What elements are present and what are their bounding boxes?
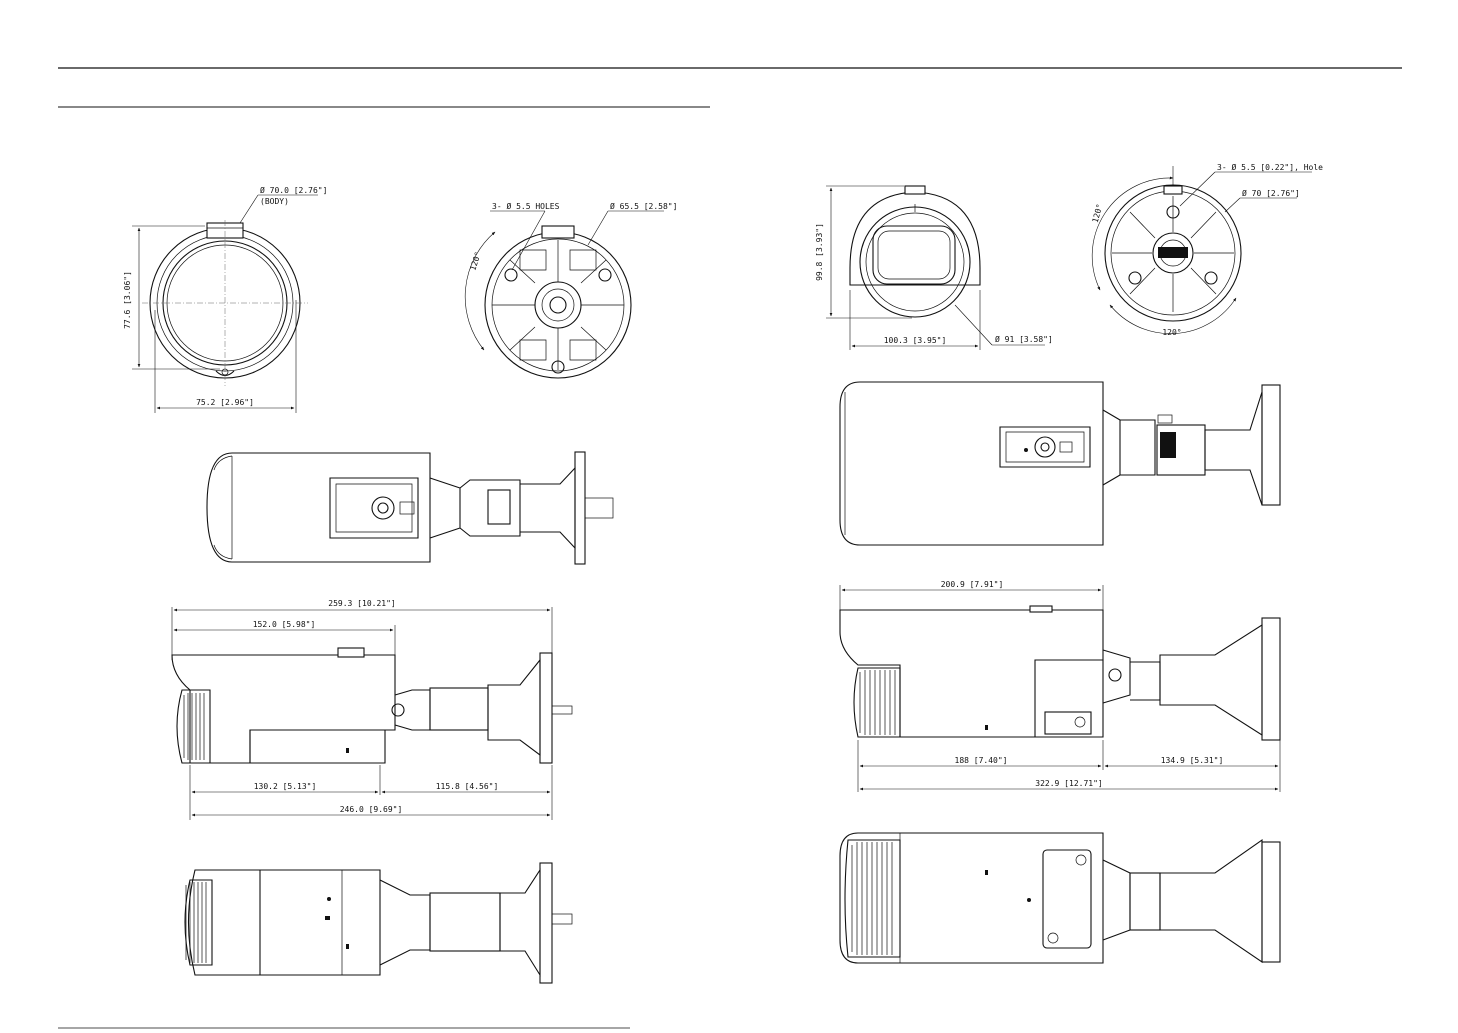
right-side-total-label: 322.9 [12.71"] (1035, 779, 1102, 788)
right-back-diameter-label: Ø 70 [2.76"] (1242, 188, 1300, 198)
left-front-diameter-label: Ø 70.0 [2.76"] (260, 185, 327, 195)
left-side-mount-label: 115.8 [4.56"] (436, 782, 499, 791)
left-bottom-view (185, 863, 572, 983)
right-side-mount-label: 134.9 [5.31"] (1161, 756, 1224, 765)
left-side-body-label: 130.2 [5.13"] (254, 782, 317, 791)
left-front-body-label: (BODY) (260, 197, 289, 206)
left-back-view (465, 211, 664, 378)
left-front-width-label: 75.2 [2.96"] (196, 398, 254, 407)
right-front-height-label: 99.8 [3.93"] (815, 223, 824, 281)
right-top-view (840, 382, 1280, 545)
right-back-angle-top-label: 120° (1091, 203, 1105, 224)
right-front-diameter-label: Ø 91 [3.58"] (995, 334, 1053, 344)
right-side-hood-label: 200.9 [7.91"] (941, 580, 1004, 589)
left-front-height-label: 77.6 [3.06"] (123, 271, 132, 329)
left-side-view (172, 607, 572, 820)
left-back-diameter-label: Ø 65.5 [2.58"] (610, 201, 677, 211)
left-back-angle-label: 120° (468, 251, 483, 272)
left-front-view (132, 195, 318, 413)
left-top-view (207, 452, 613, 564)
right-bottom-view (840, 833, 1280, 963)
left-side-hood-label: 152.0 [5.98"] (253, 620, 316, 629)
right-side-body-label: 188 [7.40"] (955, 756, 1008, 765)
right-front-width-label: 100.3 [3.95"] (884, 336, 947, 345)
left-side-overall-label: 259.3 [10.21"] (328, 599, 395, 608)
left-back-holes-label: 3- Ø 5.5 HOLES (492, 201, 560, 211)
right-front-view (826, 186, 1045, 350)
left-side-total-label: 246.0 [9.69"] (340, 805, 403, 814)
right-back-angle-bottom-label: 120° (1162, 328, 1181, 337)
right-back-holes-label: 3- Ø 5.5 [0.22"], Hole (1217, 162, 1323, 172)
